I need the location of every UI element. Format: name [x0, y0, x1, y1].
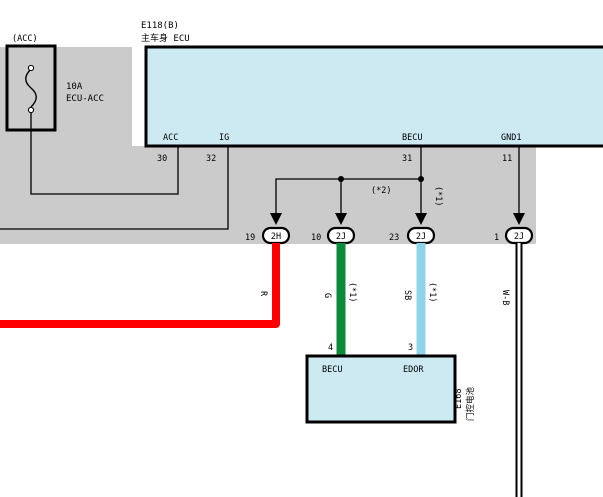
battery-becu-label: BECU	[322, 365, 342, 375]
ecu-pin-becu-num: 31	[402, 154, 412, 164]
connector-2j-23-code: 2J	[416, 232, 426, 242]
fuse-name: ECU-ACC	[66, 94, 104, 104]
fuse-terminal-bottom	[27, 106, 35, 114]
battery-box	[305, 354, 457, 424]
battery-code: E168	[454, 389, 464, 409]
connector-2h-code: 2H	[271, 232, 281, 242]
ecu-pin-acc-num: 30	[157, 154, 167, 164]
connector-2j-23-pin: 23	[389, 233, 399, 243]
arrow-2j-23-icon	[415, 213, 427, 225]
battery-edor-num: 3	[408, 343, 413, 353]
ecu-pin-ig-label: IG	[219, 133, 229, 143]
ecu-pin-gnd1-num: 11	[502, 154, 512, 164]
arrow-2j-10-icon	[335, 213, 347, 225]
ecu-code: E118(B)	[141, 21, 179, 31]
wire-r	[0, 243, 280, 328]
note-star2: (*2)	[371, 186, 391, 196]
wire-fuse-acc	[30, 113, 179, 195]
wire-wb-label: W-B	[500, 290, 510, 305]
ecu-pin-gnd1-label: GND1	[501, 133, 521, 143]
connector-2j-1-code: 2J	[514, 232, 524, 242]
arrow-2j-1-icon	[513, 213, 525, 225]
note-star1-upper: (*1)	[433, 186, 443, 206]
splice-dot-2	[418, 176, 424, 182]
battery-becu-num: 4	[328, 343, 333, 353]
connector-2j-1-pin: 1	[494, 233, 499, 243]
fuse-terminal-top	[27, 64, 35, 72]
wire-sb-label: SB	[402, 290, 412, 300]
fuse-symbol-icon	[25, 68, 37, 108]
wire-r-label: R	[258, 291, 268, 297]
wire-ig	[0, 146, 229, 230]
connector-2j-10-pin: 10	[311, 233, 321, 243]
ecu-pin-acc-label: ACC	[163, 133, 178, 143]
connector-2h-pin: 19	[245, 233, 255, 243]
wire-branch-bus	[275, 178, 421, 218]
connector-2j-10-code: 2J	[336, 232, 346, 242]
arrow-2h-icon	[270, 213, 282, 225]
fuse-rating: 10A	[66, 82, 83, 92]
ecu-box	[144, 45, 603, 148]
note-star1-sb: (*1)	[427, 282, 437, 302]
ecu-pin-becu-label: BECU	[402, 133, 422, 143]
splice-dot-1	[338, 176, 344, 182]
wire-g-label: G	[322, 293, 332, 298]
battery-edor-label: EDOR	[403, 365, 424, 375]
ecu-pin-ig-num: 32	[206, 154, 216, 164]
ecu-name: 主车身 ECU	[141, 32, 190, 44]
battery-name: 门控电池	[465, 386, 476, 421]
note-star1-g: (*1)	[347, 282, 357, 302]
fuse-title: (ACC)	[12, 34, 38, 44]
